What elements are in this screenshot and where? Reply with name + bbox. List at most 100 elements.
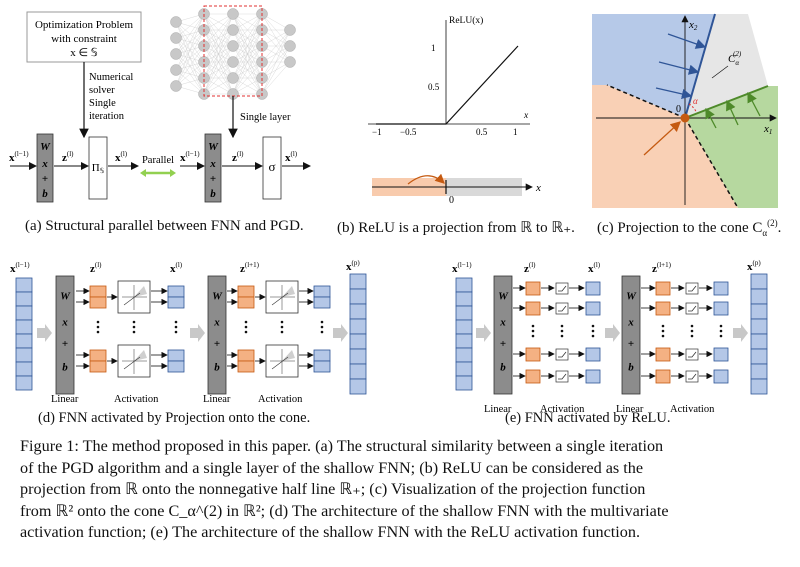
solver-label-3: Single bbox=[89, 98, 116, 109]
x-cell-e bbox=[585, 347, 601, 362]
x-vector-2-cell bbox=[313, 349, 331, 362]
vector-label: z(l) bbox=[524, 261, 536, 275]
input-vector-cell bbox=[15, 333, 33, 349]
ellipsis-dot bbox=[690, 324, 694, 328]
ellipsis-dot bbox=[661, 329, 665, 333]
z-vector-cell bbox=[89, 349, 107, 362]
nn-node bbox=[284, 40, 296, 52]
nn-edge bbox=[175, 13, 205, 39]
nn-node bbox=[170, 48, 182, 60]
caption-c-sup: (2) bbox=[767, 218, 778, 228]
relu-glyph bbox=[688, 285, 697, 292]
green-arrow-1 bbox=[705, 107, 717, 129]
nn-node bbox=[284, 56, 296, 68]
x-out-label-a1: x(l) bbox=[115, 150, 128, 164]
input-vector-e-cell bbox=[455, 305, 473, 321]
linear-block bbox=[207, 275, 227, 395]
blue-arrow-1 bbox=[667, 33, 707, 49]
caption-c-text: (c) Projection to the cone C bbox=[597, 220, 763, 236]
z-cell-e bbox=[525, 369, 541, 384]
caption-e: (e) FNN activated by ReLU. bbox=[505, 410, 671, 426]
z-vector-2-cell bbox=[237, 360, 255, 373]
relu-box bbox=[685, 282, 699, 295]
input-vector-e-cell bbox=[455, 291, 473, 307]
nn-edge bbox=[203, 13, 234, 63]
ellipsis-dot bbox=[719, 329, 723, 333]
block2-x: x bbox=[209, 158, 216, 170]
relu-glyph bbox=[688, 351, 697, 358]
nn-edge bbox=[232, 13, 263, 47]
ellipsis-dot bbox=[591, 324, 595, 328]
input-vector-cell bbox=[15, 347, 33, 363]
ellipsis-dot bbox=[132, 325, 136, 329]
ellipsis-dot bbox=[280, 320, 284, 324]
z-label-a2: z(l) bbox=[232, 150, 244, 164]
block-w: W bbox=[40, 141, 51, 153]
z-label-a1: z(l) bbox=[62, 150, 74, 164]
linear-block-label: x bbox=[61, 317, 68, 329]
relu-box bbox=[555, 282, 569, 295]
solver-label-4: iteration bbox=[89, 111, 125, 122]
nn-node bbox=[227, 72, 239, 84]
block2-plus: + bbox=[210, 173, 216, 185]
relu-glyph bbox=[558, 373, 567, 380]
relu-glyph bbox=[688, 373, 697, 380]
nn-node bbox=[227, 56, 239, 68]
nn-edge bbox=[203, 13, 234, 47]
figure-caption: Figure 1: The method proposed in this pa… bbox=[20, 436, 780, 544]
projection-block bbox=[88, 136, 108, 200]
caption-a: (a) Structural parallel between FNN and … bbox=[25, 218, 304, 234]
relu-xtick-1: 1 bbox=[513, 127, 518, 137]
linear-block-label: + bbox=[62, 338, 68, 350]
vector-label: x(p) bbox=[747, 259, 761, 273]
flow-arrow bbox=[190, 324, 205, 342]
ellipsis-dot bbox=[531, 334, 535, 338]
label-x1: x1 bbox=[763, 123, 772, 136]
input-vector-cell bbox=[15, 375, 33, 391]
z-vector-2-cell bbox=[237, 349, 255, 362]
numberline-x-label: x bbox=[535, 182, 541, 194]
ellipsis-dot bbox=[174, 320, 178, 324]
caption-line-3: projection from ℝ onto the nonnegative h… bbox=[20, 480, 646, 498]
ellipsis-dot bbox=[244, 330, 248, 334]
relu-box bbox=[685, 302, 699, 315]
output-vector-e-cell bbox=[750, 363, 768, 380]
thumb-arrow bbox=[271, 356, 289, 370]
nn-node bbox=[227, 40, 239, 52]
panel-c: x1 x2 Cα(2) α 0 bbox=[592, 13, 778, 209]
ellipsis-dot bbox=[244, 320, 248, 324]
linear-block-label: + bbox=[214, 338, 220, 350]
ellipsis-dot bbox=[132, 330, 136, 334]
vector-label: x(l) bbox=[588, 261, 601, 275]
ellipsis-dot bbox=[531, 324, 535, 328]
input-vector-e-cell bbox=[455, 319, 473, 335]
linear-block-label: x bbox=[627, 317, 634, 329]
sigma-symbol: σ bbox=[268, 159, 275, 174]
ellipsis-dot bbox=[132, 320, 136, 324]
ellipsis-dot bbox=[320, 330, 324, 334]
input-vector-cell bbox=[15, 361, 33, 377]
cone-thumb bbox=[282, 350, 295, 361]
nn-node bbox=[170, 80, 182, 92]
flow-arrow bbox=[733, 324, 748, 342]
relu-glyph bbox=[558, 285, 567, 292]
z-vector-cell bbox=[89, 285, 107, 298]
thumb-arrow bbox=[271, 292, 289, 306]
single-layer-label: Single layer bbox=[240, 112, 291, 123]
linear-block-label: + bbox=[628, 338, 634, 350]
ellipsis-dot bbox=[560, 334, 564, 338]
linear-block-fnn bbox=[204, 133, 222, 203]
caption-c-dot: . bbox=[777, 220, 782, 236]
relu-ytick-05: 0.5 bbox=[428, 82, 440, 92]
relu-glyph bbox=[558, 351, 567, 358]
projection-symbol: Π𝕊 bbox=[92, 162, 105, 175]
relu-box bbox=[685, 348, 699, 361]
z-vector-2-cell bbox=[237, 296, 255, 309]
activation-label-e: Activation bbox=[540, 404, 585, 415]
linear-block-label: W bbox=[60, 291, 71, 303]
block-plus: + bbox=[42, 173, 48, 185]
input-vector-cell bbox=[15, 305, 33, 321]
x-vector-cell bbox=[167, 296, 185, 309]
green-arrow-2 bbox=[726, 99, 739, 126]
cone-thumb bbox=[134, 286, 147, 297]
